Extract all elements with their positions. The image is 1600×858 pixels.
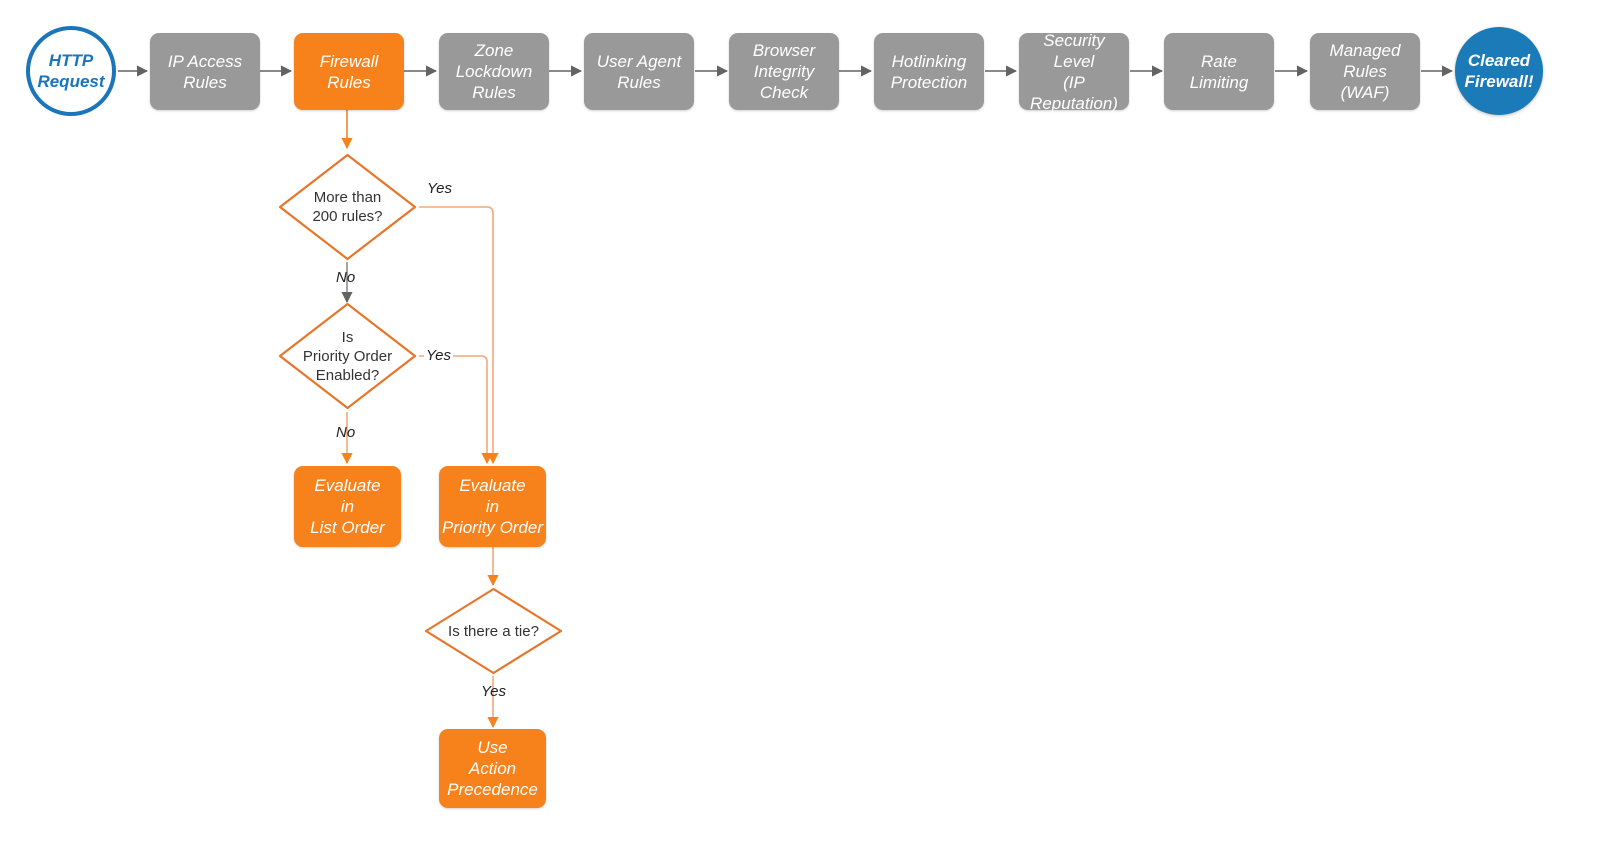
decision-more-than-200-rules[interactable]: More than 200 rules? xyxy=(277,152,418,262)
wire-yes-200-to-priority-order xyxy=(419,206,499,465)
end-label-line1: Cleared xyxy=(1467,51,1531,70)
outcome-label-line3: List Order xyxy=(310,518,385,537)
edge-label-no-more-than-200: No xyxy=(336,269,356,286)
end-node-cleared-firewall[interactable]: Cleared Firewall! xyxy=(1455,27,1543,115)
decision-label-line1: Is xyxy=(341,328,354,346)
stage-hotlinking-protection[interactable]: Hotlinking Protection xyxy=(874,33,984,110)
stage-label-line1: Browser xyxy=(752,41,816,60)
stage-zone-lockdown-rules[interactable]: Zone Lockdown Rules xyxy=(439,33,549,110)
outcome-evaluate-in-priority-order[interactable]: Evaluate in Priority Order xyxy=(439,466,546,547)
start-label-line2: Request xyxy=(37,72,105,91)
outcome-label-line2: in xyxy=(485,497,500,516)
diamond-outline xyxy=(424,587,563,675)
diamond-outline xyxy=(278,153,417,261)
outcome-label-line3: Precedence xyxy=(447,780,538,799)
end-label-line2: Firewall! xyxy=(1464,72,1534,91)
edge-label-yes-priority-order: Yes xyxy=(424,347,454,364)
decision-is-there-a-tie[interactable]: Is there a tie? xyxy=(423,586,564,676)
wire-yes-priority-to-priority-order xyxy=(419,355,493,465)
stage-security-level[interactable]: Security Level (IP Reputation) xyxy=(1019,30,1129,113)
stage-label-line2: Integrity xyxy=(753,62,815,81)
stage-label-line2: Rules xyxy=(1343,62,1387,81)
stage-firewall-rules[interactable]: Firewall Rules xyxy=(294,33,404,110)
stage-label-line2: Protection xyxy=(890,72,968,92)
start-label-line1: HTTP xyxy=(48,51,94,70)
outcome-label-line2: Action xyxy=(468,759,517,778)
outcome-use-action-precedence[interactable]: Use Action Precedence xyxy=(439,729,546,808)
stage-label-line3: Rules xyxy=(472,83,516,102)
start-node-http-request[interactable]: HTTP Request xyxy=(26,26,116,116)
stage-label-line1: Zone xyxy=(474,41,514,60)
decision-label-line3: Enabled? xyxy=(315,366,380,384)
outcome-label-line1: Use xyxy=(477,738,508,757)
outcome-label-line2: in xyxy=(340,497,355,516)
decision-label-line1: Is there a tie? xyxy=(448,622,539,640)
stage-browser-integrity-check[interactable]: Browser Integrity Check xyxy=(729,33,839,110)
stage-rate-limiting[interactable]: Rate Limiting xyxy=(1164,33,1274,110)
decision-label-line1: More than xyxy=(313,189,382,206)
stage-label-line2: Rules xyxy=(617,72,661,92)
stage-label-line1: User Agent xyxy=(596,51,682,71)
stage-label-line1: Firewall xyxy=(319,51,379,71)
edge-label-yes-is-there-a-tie: Yes xyxy=(481,683,507,700)
decision-priority-order-enabled[interactable]: Is Priority Order Enabled? xyxy=(277,301,418,411)
stage-label-line2: Lockdown xyxy=(455,62,533,81)
diamond-outline xyxy=(278,302,417,410)
stage-managed-rules-waf[interactable]: Managed Rules (WAF) xyxy=(1310,33,1420,110)
stage-label-line3: (WAF) xyxy=(1340,83,1390,102)
edge-label-no-priority-order: No xyxy=(336,424,356,441)
outcome-label-line3: Priority Order xyxy=(441,518,544,537)
outcome-label-line1: Evaluate xyxy=(314,476,381,495)
stage-label-line1: Security xyxy=(1043,30,1105,50)
stage-label-line1: Managed xyxy=(1329,41,1401,60)
stage-label-line1: IP Access xyxy=(167,51,243,71)
stage-label-line1: Rate xyxy=(1201,51,1237,71)
stage-label-line3: Check xyxy=(759,83,809,102)
outcome-label-line1: Evaluate xyxy=(459,476,526,495)
stage-label-line2: Level xyxy=(1053,51,1095,71)
decision-label-line2: 200 rules? xyxy=(312,208,383,225)
edge-label-yes-more-than-200: Yes xyxy=(427,180,453,197)
stage-label-line2: Rules xyxy=(327,72,371,92)
stage-label-line2: Rules xyxy=(183,72,227,92)
stage-ip-access-rules[interactable]: IP Access Rules xyxy=(150,33,260,110)
stage-label-line2: Limiting xyxy=(1189,72,1249,92)
outcome-evaluate-in-list-order[interactable]: Evaluate in List Order xyxy=(294,466,401,547)
stage-label-line3: (IP Reputation) xyxy=(1030,72,1118,113)
stage-label-line1: Hotlinking xyxy=(891,51,967,71)
decision-label-line2: Priority Order xyxy=(302,347,393,365)
stage-user-agent-rules[interactable]: User Agent Rules xyxy=(584,33,694,110)
